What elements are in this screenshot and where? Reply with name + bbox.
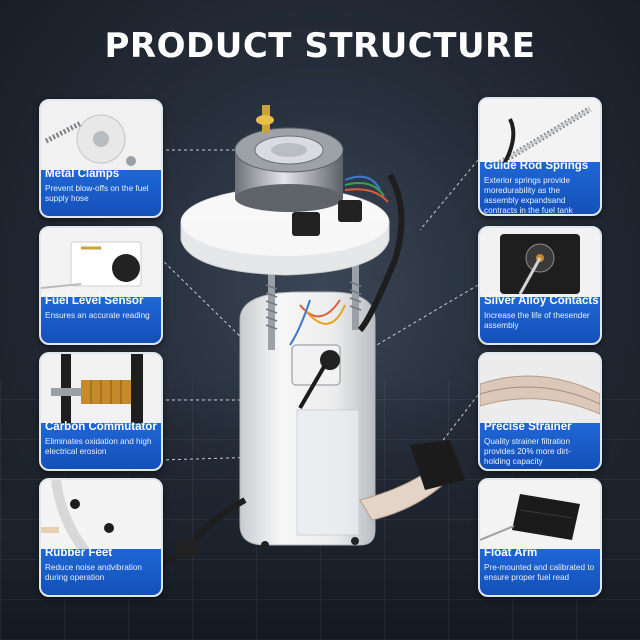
- precise-strainer-image: [480, 354, 600, 426]
- rubber-feet-band: Rubber Feet Reduce noise andvibration du…: [41, 547, 161, 595]
- float-arm-label: Float Arm: [484, 547, 538, 559]
- callout-silver-alloy-contacts: Silver Alloy Contacts Increase the life …: [478, 226, 602, 345]
- callout-guide-rod-springs: Guide Rod Springs Exterior springs provi…: [478, 97, 602, 216]
- carbon-commutator-band: Carbon Commutator Eliminates oxidation a…: [41, 421, 161, 469]
- silver-alloy-contacts-label: Silver Alloy Contacts: [484, 295, 599, 307]
- metal-clamps-band: Metal Clamps Prevent blow-offs on the fu…: [41, 168, 161, 216]
- fuel-level-sensor-label: Fuel Level Sensor: [45, 295, 144, 307]
- guide-rod-springs-band: Guide Rod Springs Exterior springs provi…: [480, 160, 600, 215]
- metal-clamps-desc: Prevent blow-offs on the fuel supply hos…: [45, 184, 149, 203]
- fuel-level-sensor-desc: Ensures an accurate reading: [45, 311, 150, 320]
- carbon-commutator-image: [41, 354, 161, 426]
- guide-rod-springs-image: [480, 99, 600, 171]
- callout-metal-clamps: Metal Clamps Prevent blow-offs on the fu…: [39, 99, 163, 218]
- carbon-commutator-desc: Eliminates oxidation and high electrical…: [45, 437, 152, 456]
- float-arm-band: Float Arm Pre-mounted and calibrated to …: [480, 547, 600, 595]
- carbon-commutator-label: Carbon Commutator: [45, 421, 157, 433]
- callout-rubber-feet: Rubber Feet Reduce noise andvibration du…: [39, 478, 163, 597]
- fuel-level-sensor-image: [41, 228, 161, 300]
- silver-alloy-contacts-band: Silver Alloy Contacts Increase the life …: [480, 295, 600, 343]
- callout-fuel-level-sensor: Fuel Level Sensor Ensures an accurate re…: [39, 226, 163, 345]
- float-arm-image: [480, 480, 600, 552]
- float-arm-desc: Pre-mounted and calibrated to ensure pro…: [484, 563, 595, 582]
- metal-clamps-image: [41, 101, 161, 173]
- silver-alloy-contacts-image: [480, 228, 600, 300]
- callout-carbon-commutator: Carbon Commutator Eliminates oxidation a…: [39, 352, 163, 471]
- rubber-feet-desc: Reduce noise andvibration during operati…: [45, 563, 142, 582]
- precise-strainer-label: Precise Strainer: [484, 421, 572, 433]
- silver-alloy-contacts-desc: Increase the life of thesender assembly: [484, 311, 590, 330]
- guide-rod-springs-desc: Exterior springs provide moredurability …: [484, 176, 573, 215]
- callout-float-arm: Float Arm Pre-mounted and calibrated to …: [478, 478, 602, 597]
- precise-strainer-band: Precise Strainer Quality strainer filtra…: [480, 421, 600, 469]
- precise-strainer-desc: Quality strainer filtration provides 20%…: [484, 437, 571, 466]
- guide-rod-springs-label: Guide Rod Springs: [484, 160, 589, 172]
- page-title: PRODUCT STRUCTURE: [104, 26, 536, 66]
- metal-clamps-label: Metal Clamps: [45, 168, 120, 180]
- rubber-feet-image: [41, 480, 161, 552]
- rubber-feet-label: Rubber Feet: [45, 547, 113, 559]
- callout-precise-strainer: Precise Strainer Quality strainer filtra…: [478, 352, 602, 471]
- fuel-level-sensor-band: Fuel Level Sensor Ensures an accurate re…: [41, 295, 161, 343]
